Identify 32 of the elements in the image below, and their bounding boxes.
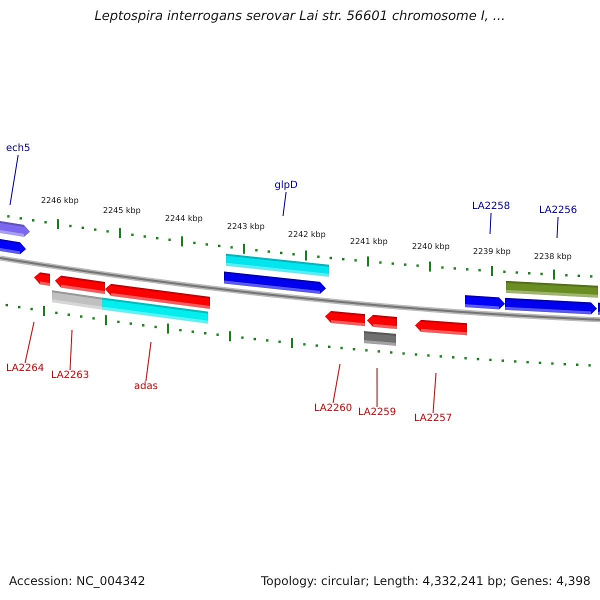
gene-label: glpD xyxy=(274,181,298,191)
scale-label: 2238 kbp xyxy=(534,253,572,261)
scale-label: 2244 kbp xyxy=(165,215,203,223)
genome-info-text: Topology: circular; Length: 4,332,241 bp; Genes: 4,398 xyxy=(261,575,591,587)
title: Leptospira interrogans serovar Lai str. 56601 chromosome I, ... xyxy=(94,10,506,23)
leader-line xyxy=(24,322,34,364)
leader-line xyxy=(70,330,72,370)
leader-line xyxy=(282,192,287,216)
scale-label: 2239 kbp xyxy=(473,248,511,256)
gene-label: LA2256 xyxy=(539,206,578,216)
accession-text: Accession: NC_004342 xyxy=(9,575,146,587)
leader-line xyxy=(376,368,378,408)
scale-label: 2243 kbp xyxy=(227,223,265,231)
gene-label: LA2260 xyxy=(314,404,352,414)
gene-label: LA2257 xyxy=(414,414,452,424)
gene-label: LA2258 xyxy=(472,202,510,212)
gene-label: LA2263 xyxy=(51,371,90,381)
leader-line xyxy=(145,342,152,382)
scale-label: 2246 kbp xyxy=(41,197,79,205)
scale-label: 2240 kbp xyxy=(412,243,450,251)
leader-line xyxy=(490,212,492,234)
gene-label: LA2259 xyxy=(358,408,396,418)
leader-line xyxy=(332,364,340,404)
leader-line xyxy=(556,216,559,238)
gene-label: adas xyxy=(134,382,158,392)
leader-line xyxy=(10,154,19,206)
gene-label: LA2264 xyxy=(6,364,44,374)
scale-label: 2245 kbp xyxy=(103,207,141,215)
scale-label: 2242 kbp xyxy=(288,231,326,239)
gene-label: ech5 xyxy=(6,144,30,154)
scale-label: 2241 kbp xyxy=(350,238,388,246)
leader-line xyxy=(432,372,436,414)
